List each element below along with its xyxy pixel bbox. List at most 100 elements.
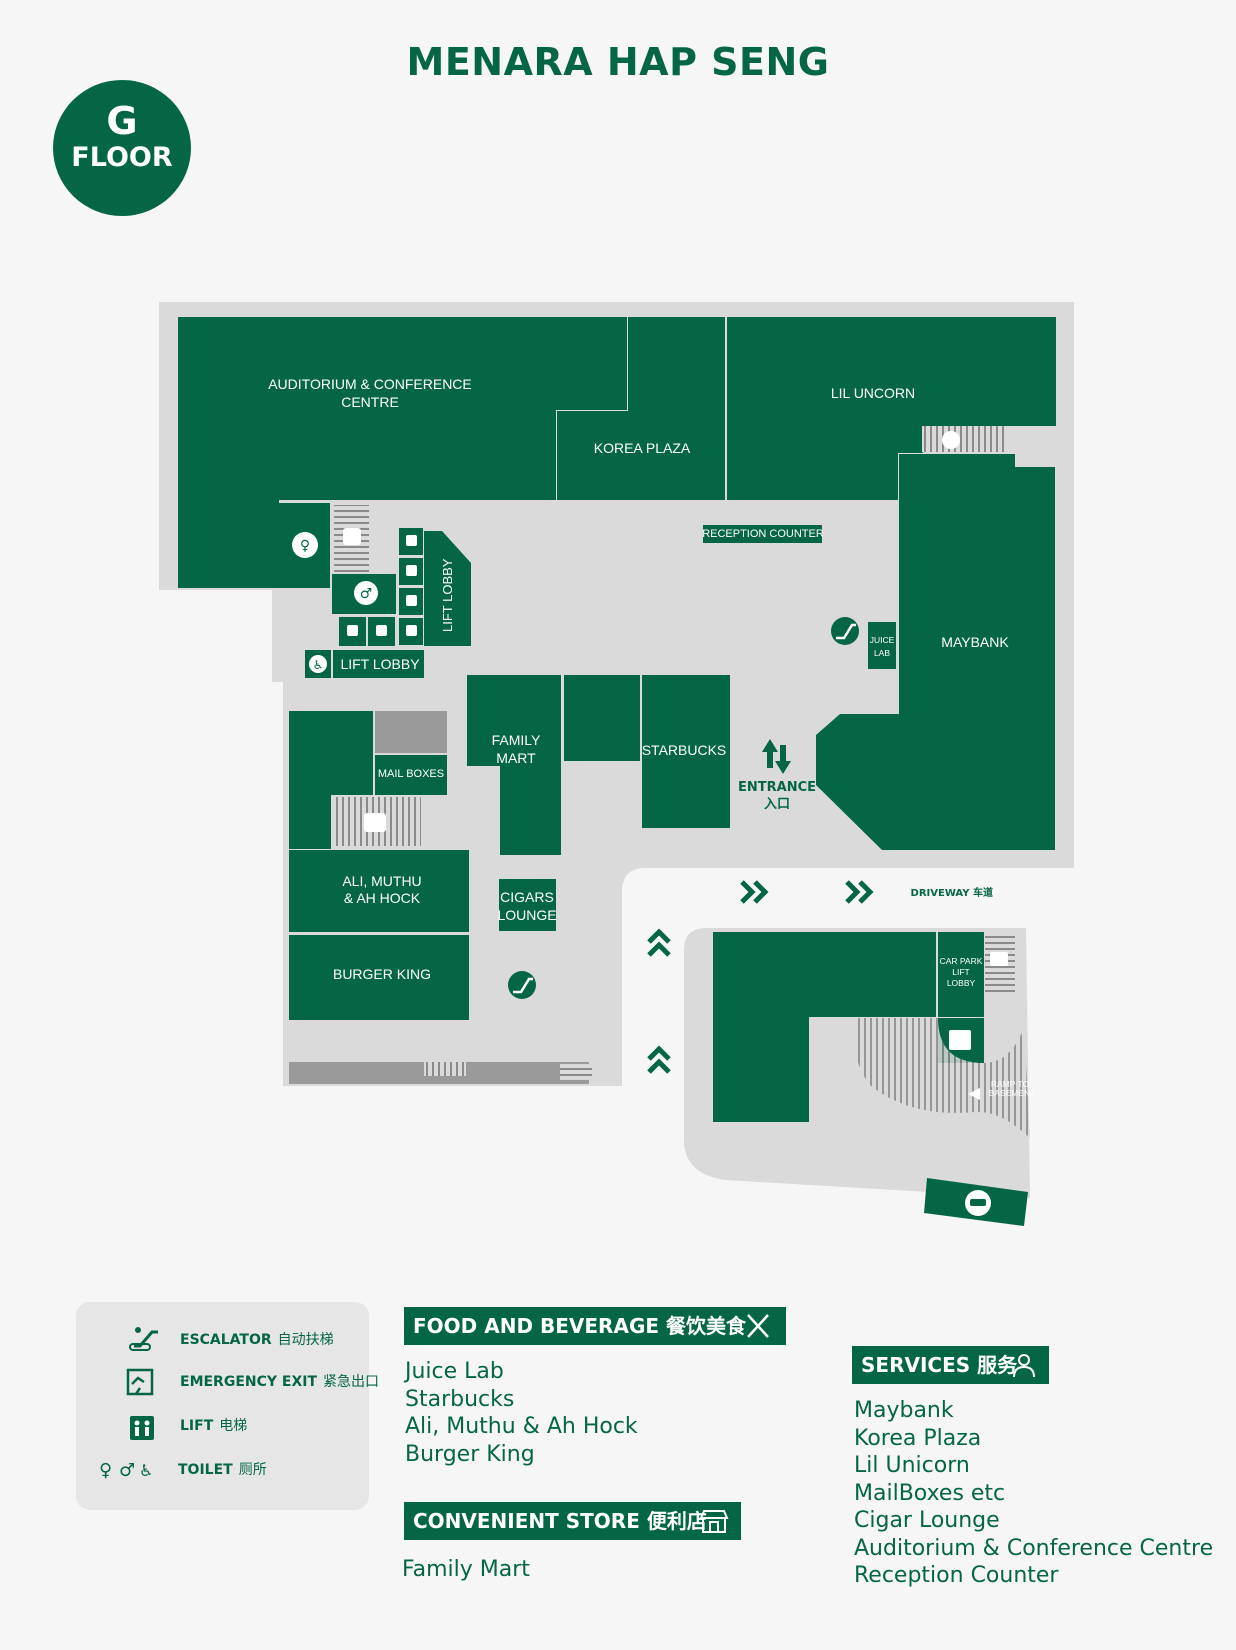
lil-uncorn-label: LIL UNCORN [831, 385, 915, 401]
reception-counter[interactable]: RECEPTION COUNTER [702, 525, 824, 543]
car-gate[interactable] [924, 1178, 1028, 1226]
car-park-building[interactable] [713, 932, 936, 1122]
list-item[interactable]: Auditorium & Conference Centre [854, 1535, 1214, 1561]
service-person-icon [1013, 1354, 1035, 1378]
legend-escalator-zh: 自动扶梯 [277, 1332, 334, 1348]
list-item[interactable]: Juice Lab [405, 1359, 504, 1384]
toilet-male[interactable]: ♂ [332, 574, 396, 614]
entrance-label: ENTRANCE [738, 780, 816, 795]
food-beverage-list: Juice Lab Starbucks Ali, Muthu & Ah Hock… [405, 1358, 638, 1468]
unit-cigars-lounge[interactable]: CIGARS LOUNGE [497, 879, 557, 931]
toilet-female-icon: ♀ [300, 538, 310, 554]
unit-auditorium[interactable]: AUDITORIUM & CONFERENCE CENTRE [178, 317, 627, 588]
family-mart-label-2: MART [496, 750, 536, 766]
entrance-arrows-icon [762, 739, 791, 774]
list-item[interactable]: Ali, Muthu & Ah Hock [405, 1414, 638, 1439]
page-title: MENARA HAP SENG [406, 40, 830, 84]
shop-icon [699, 1510, 729, 1533]
legend-lift: LIFT 电梯 [76, 1406, 369, 1442]
unit-mail-boxes[interactable]: MAIL BOXES [375, 711, 447, 795]
list-item[interactable]: Maybank [854, 1398, 954, 1423]
list-item[interactable]: Korea Plaza [854, 1425, 982, 1451]
unit-starbucks[interactable]: STARBUCKS [642, 675, 730, 828]
convenient-store-title: CONVENIENT STORE 便利店 [413, 1509, 707, 1533]
list-item[interactable]: Burger King [405, 1441, 535, 1467]
lift-lobby-vertical-label: LIFT LOBBY [440, 558, 455, 632]
unit-juice-lab[interactable]: JUICE LAB [868, 622, 896, 669]
svg-text:♿: ♿ [139, 1461, 153, 1480]
driveway-arrow-icon [647, 880, 874, 1074]
legend-toilet-en: TOILET [178, 1462, 233, 1478]
unit-lil-uncorn[interactable]: LIL UNCORN [727, 317, 1056, 500]
escalator-icon [129, 1327, 158, 1351]
bottom-edge-strip [289, 1062, 592, 1084]
emergency-exit-icon [126, 1368, 154, 1396]
legend-toilet-zh: 厕所 [238, 1462, 267, 1478]
escalator-icon[interactable] [831, 617, 859, 645]
maybank-label: MAYBANK [941, 634, 1009, 650]
toilet-female[interactable]: ♀ [279, 503, 330, 588]
stairs-mail [333, 797, 421, 846]
list-item[interactable]: MailBoxes etc [854, 1480, 1006, 1506]
floor-letter: G [106, 99, 138, 143]
list-item[interactable]: Family Mart [402, 1557, 530, 1582]
unit-maybank[interactable]: MAYBANK [816, 454, 1055, 850]
fork-knife-icon [747, 1314, 769, 1338]
toilet-male-icon: ♂ [360, 586, 373, 602]
unit-burger-king[interactable]: BURGER KING [289, 935, 469, 1020]
list-item[interactable]: Lil Unicorn [854, 1453, 970, 1478]
unit-korea-plaza[interactable]: KOREA PLAZA [557, 317, 725, 500]
lift-lobby-vertical[interactable]: LIFT LOBBY [424, 531, 471, 646]
family-mart-label-1: FAMILY [492, 732, 541, 748]
stairs-left [334, 505, 369, 572]
legend-emergency-en: EMERGENCY EXIT [180, 1374, 318, 1390]
starbucks-label: STARBUCKS [642, 742, 727, 758]
cigars-lounge-label-2: LOUNGE [497, 907, 556, 923]
accessible-toilet-icon: ♿ [313, 658, 324, 672]
legend-toilet: ♀ ♂ ♿ TOILET 厕所 [76, 1450, 369, 1486]
food-beverage-title: FOOD AND BEVERAGE 餐饮美食 [413, 1314, 746, 1338]
reception-counter-label: RECEPTION COUNTER [702, 528, 824, 540]
lift-cars[interactable] [339, 528, 423, 646]
burger-king-label: BURGER KING [333, 966, 431, 982]
list-item[interactable]: Starbucks [405, 1386, 515, 1412]
unit-unnamed[interactable] [564, 675, 640, 761]
toilet-icon: ♀ ♂ ♿ [99, 1460, 153, 1481]
car-park-lift-lobby[interactable]: CAR PARK LIFT LOBBY [938, 932, 1015, 1063]
mail-boxes-label: MAIL BOXES [378, 768, 444, 780]
korea-plaza-label: KOREA PLAZA [594, 440, 691, 456]
lift-lobby-label: LIFT LOBBY [340, 656, 420, 672]
services-header: SERVICES 服务 [852, 1346, 1049, 1384]
svg-text:♂: ♂ [119, 1460, 135, 1481]
entrance-label-zh: 入口 [764, 797, 790, 812]
floor-badge: G FLOOR [53, 80, 191, 216]
unit-left-upper[interactable] [289, 711, 373, 795]
legend-escalator: ESCALATOR 自动扶梯 [76, 1320, 369, 1356]
convenient-store-list: Family Mart [402, 1556, 530, 1584]
services-list: Maybank Korea Plaza Lil Unicorn MailBoxe… [854, 1397, 1213, 1590]
ali-muthu-label-1: ALI, MUTHU [342, 873, 421, 889]
legend-lift-en: LIFT [180, 1418, 214, 1434]
list-item[interactable]: Cigar Lounge [854, 1508, 1000, 1533]
legend-lift-zh: 电梯 [219, 1418, 248, 1434]
juice-lab-label-1: JUICE [870, 635, 895, 645]
list-item[interactable]: Reception Counter [854, 1563, 1059, 1588]
car-park-lift-lobby-label-3: LOBBY [947, 978, 976, 988]
unit-ali-muthu[interactable]: ALI, MUTHU & AH HOCK [289, 850, 469, 932]
services-title: SERVICES 服务 [861, 1353, 1018, 1377]
stairs-top-right [922, 426, 1004, 452]
lift-lobby[interactable]: ♿ LIFT LOBBY [305, 650, 424, 678]
legend-escalator-en: ESCALATOR [180, 1332, 272, 1348]
unit-left-mid[interactable] [289, 795, 331, 849]
driveway-label-zh: 车道 [973, 886, 993, 899]
car-park-lift-lobby-label-1: CAR PARK [940, 956, 983, 966]
escalator-icon[interactable] [508, 971, 536, 999]
unit-family-mart[interactable]: FAMILY MART [467, 675, 561, 855]
convenient-store-header: CONVENIENT STORE 便利店 [404, 1502, 741, 1540]
floor-word: FLOOR [71, 142, 173, 173]
ramp-label-2: BASEMENT [989, 1088, 1036, 1098]
ramp-to-basement[interactable]: RAMP TO BASEMENT [854, 1018, 1035, 1138]
car-park-lift-lobby-label-2: LIFT [952, 967, 969, 977]
